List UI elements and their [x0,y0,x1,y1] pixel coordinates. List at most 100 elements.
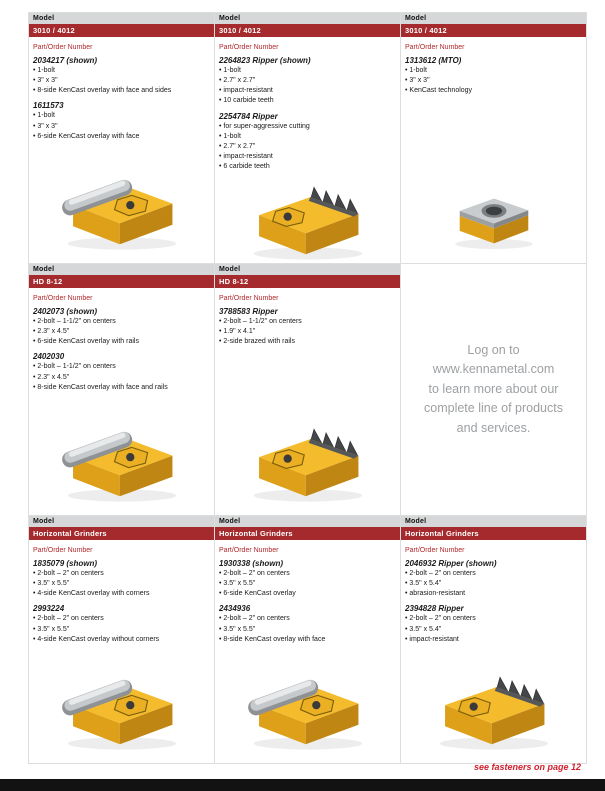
model-label-bar: Model [215,13,400,24]
model-label-bar: Model [29,13,214,24]
model-name: Horizontal Grinders [33,529,107,538]
spec-bullet: 3.5" x 5.5" [33,579,210,589]
spec-list: for super-aggressive cutting 1-bolt 2.7"… [219,122,396,173]
spec-bullet: 1-bolt [219,132,396,142]
spec-bullet: 3.5" x 5.5" [219,579,396,589]
part-group: 2254784 Ripper for super-aggressive cutt… [219,112,396,173]
model-label: Model [405,15,427,22]
ripper-block-illustration [244,176,372,263]
spec-list: 1-bolt 3" x 3" 8-side KenCast overlay wi… [33,66,210,96]
part-group: 2394828 Ripper 2-bolt – 2" on centers 3.… [405,604,582,644]
spec-bullet: 2-bolt – 2" on centers [405,614,582,624]
spec-bullet: 2-bolt – 2" on centers [33,569,210,579]
product-cell-8: Model Horizontal Grinders Part/Order Num… [215,516,401,764]
part-group: 2993224 2-bolt – 2" on centers 3.5" x 5.… [33,604,210,644]
part-number: 2034217 (shown) [33,56,98,65]
product-cell-2: Model 3010 / 4012 Part/Order Number 2264… [215,13,401,264]
part-order-label: Part/Order Number [33,547,93,554]
part-order-label: Part/Order Number [33,44,93,51]
product-cell-1: Model 3010 / 4012 Part/Order Number 2034… [29,13,215,264]
part-order-label: Part/Order Number [33,295,93,302]
spec-bullet: 2-side brazed with rails [219,337,396,347]
part-group: 1930338 (shown) 2-bolt – 2" on centers 3… [219,559,396,599]
spec-list: 2-bolt – 1-1/2" on centers 2.3" x 4.5" 8… [33,362,210,392]
model-name: HD 8-12 [219,277,249,286]
wear-block-capped-illustration [58,418,186,505]
product-image [401,177,586,263]
model-label: Model [219,266,241,273]
spec-bullet: for super-aggressive cutting [219,122,396,132]
part-group: 2046932 Ripper (shown) 2-bolt – 2" on ce… [405,559,582,599]
product-cell-4: Model HD 8-12 Part/Order Number 2402073 … [29,264,215,516]
product-cell-9: Model Horizontal Grinders Part/Order Num… [401,516,587,764]
spec-bullet: 1.9" x 4.1" [219,327,396,337]
website-url: www.kennametal.com [432,362,555,377]
model-name-banner: Horizontal Grinders [215,527,400,540]
wear-block-capped-illustration [58,166,186,253]
spec-bullet: 2-bolt – 2" on centers [33,614,210,624]
spec-bullet: 6-side KenCast overlay [219,589,396,599]
spec-list: 1-bolt 3" x 3" KenCast technology [405,66,582,96]
model-name: HD 8-12 [33,277,63,286]
spec-bullet: 2.3" x 4.5" [33,327,210,337]
spec-list: 2-bolt – 2" on centers 3.5" x 5.4" abras… [405,569,582,599]
spec-bullet: 6-side KenCast overlay with face [33,132,210,142]
model-label-bar: Model [29,516,214,527]
footer-note: see fasteners on page 12 [473,762,581,772]
product-image [29,414,214,515]
spec-bullet: 1-bolt [33,66,210,76]
product-grid: Model 3010 / 4012 Part/Order Number 2034… [28,12,587,764]
part-number: 2254784 Ripper [219,111,278,121]
model-name: Horizontal Grinders [219,529,293,538]
part-number: 2434936 [219,604,251,614]
spec-bullet: 2-bolt – 1-1/2" on centers [33,317,210,327]
part-number: 2264823 Ripper (shown) [219,56,311,65]
promo-line: complete line of products [424,401,563,416]
flat-top-block-illustration [441,181,547,253]
model-name-banner: 3010 / 4012 [215,24,400,37]
spec-bullet: abrasion-resistant [405,589,582,599]
spec-bullet: KenCast technology [405,86,582,96]
spec-list: 2-bolt – 2" on centers 3.5" x 5.5" 4-sid… [33,569,210,599]
spec-bullet: 2-bolt – 2" on centers [219,614,396,624]
model-name: Horizontal Grinders [405,529,479,538]
product-cell-5: Model HD 8-12 Part/Order Number 3788583 … [215,264,401,516]
part-group: 2402073 (shown) 2-bolt – 1-1/2" on cente… [33,307,210,347]
model-name: 3010 / 4012 [33,26,75,35]
spec-bullet: 8-side KenCast overlay with face [219,635,396,645]
spec-list: 1-bolt 2.7" x 2.7" impact-resistant 10 c… [219,66,396,107]
spec-bullet: 3.5" x 5.5" [219,625,396,635]
spec-bullet: 2.3" x 4.5" [33,373,210,383]
promo-line: to learn more about our [428,381,559,396]
spec-bullet: 4-side KenCast overlay with corners [33,589,210,599]
spec-bullet: 3" x 3" [33,76,210,86]
promo-cell: Log on to www.kennametal.com to learn mo… [401,264,587,516]
part-group: 2034217 (shown) 1-bolt 3" x 3" 8-side Ke… [33,56,210,96]
product-cell-3: Model 3010 / 4012 Part/Order Number 1313… [401,13,587,264]
model-name-banner: HD 8-12 [29,275,214,288]
spec-bullet: 8-side KenCast overlay with face and sid… [33,86,210,96]
part-order-label: Part/Order Number [219,295,279,302]
promo-text: Log on to www.kennametal.com to learn mo… [424,341,563,438]
spec-list: 2-bolt – 2" on centers 3.5" x 5.5" 4-sid… [33,614,210,644]
part-number: 2046932 Ripper (shown) [405,559,497,568]
part-number: 1611573 [33,101,64,111]
spec-bullet: 8-side KenCast overlay with face and rai… [33,383,210,393]
bottom-bar [0,779,605,791]
product-image [29,162,214,263]
part-number: 1930338 (shown) [219,559,284,568]
spec-bullet: 1-bolt [219,66,396,76]
model-label-bar: Model [401,13,586,24]
spec-bullet: impact-resistant [219,86,396,96]
part-group: 1313612 (MTO) 1-bolt 3" x 3" KenCast tec… [405,56,582,96]
ripper-block-illustration [430,666,558,753]
spec-bullet: 6 carbide teeth [219,162,396,172]
part-order-label: Part/Order Number [405,44,465,51]
part-number: 2402030 [33,352,65,362]
promo-line: Log on to [467,343,520,358]
spec-list: 2-bolt – 2" on centers 3.5" x 5.5" 8-sid… [219,614,396,644]
model-label: Model [33,266,55,273]
wear-block-capped-illustration [244,666,372,753]
product-image [215,172,400,264]
model-label: Model [33,15,55,22]
